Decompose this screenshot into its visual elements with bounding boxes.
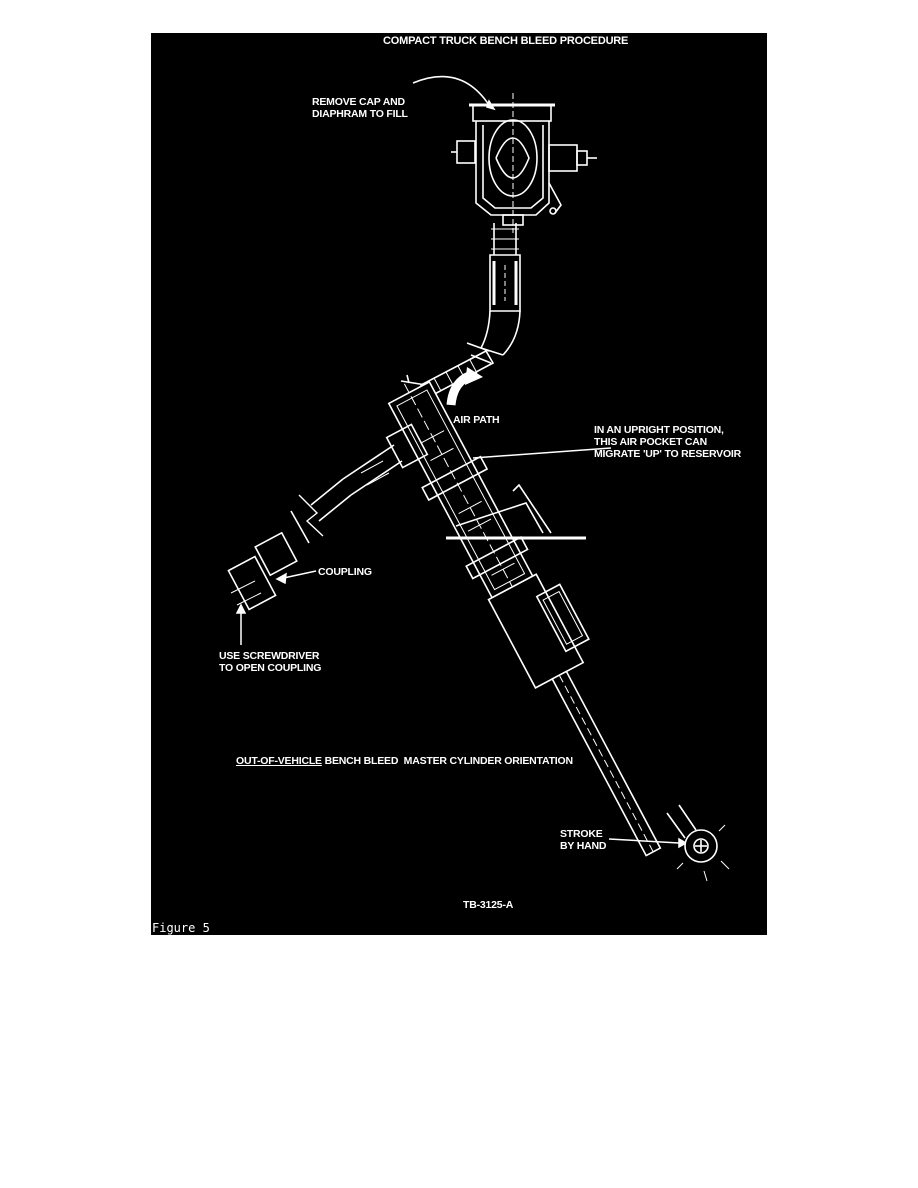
clevis-end [666,804,730,882]
stroke-label-line2: BY HAND [560,840,607,852]
air-path-label: AIR PATH [453,414,500,426]
bleed-hose [227,423,429,611]
figure-caption: Figure 5 [151,921,212,935]
screwdriver-note-line1: USE SCREWDRIVER [219,650,320,662]
reservoir-hose [466,223,521,364]
diagram-title: COMPACT TRUCK BENCH BLEED PROCEDURE [383,35,629,47]
diagram-drawing [227,75,730,882]
reservoir [451,93,597,233]
coupling-label: COUPLING [318,566,372,578]
callout-lines [235,75,688,849]
master-cylinder [387,380,662,857]
stroke-label-line1: STROKE [560,828,603,840]
upright-note-line3: MIGRATE 'UP' TO RESERVOIR [594,448,742,460]
part-number: TB-3125-A [463,899,514,911]
mounting-bracket [446,483,586,540]
upright-note-line1: IN AN UPRIGHT POSITION, [594,424,724,436]
bench-bleed-diagram: COMPACT TRUCK BENCH BLEED PROCEDURE REMO… [151,33,767,935]
orientation-caption-underlined: OUT-OF-VEHICLE [236,755,322,767]
orientation-caption-rest: BENCH BLEED MASTER CYLINDER ORIENTATION [321,755,573,767]
remove-cap-label-line1: REMOVE CAP AND [312,96,405,108]
orientation-caption: OUT-OF-VEHICLE BENCH BLEED MASTER CYLIND… [236,755,573,767]
remove-cap-label-line2: DIAPHRAM TO FILL [312,108,408,120]
air-path-arrow [446,367,483,406]
upright-note-line2: THIS AIR POCKET CAN [594,436,708,448]
screwdriver-note-line2: TO OPEN COUPLING [219,662,322,674]
